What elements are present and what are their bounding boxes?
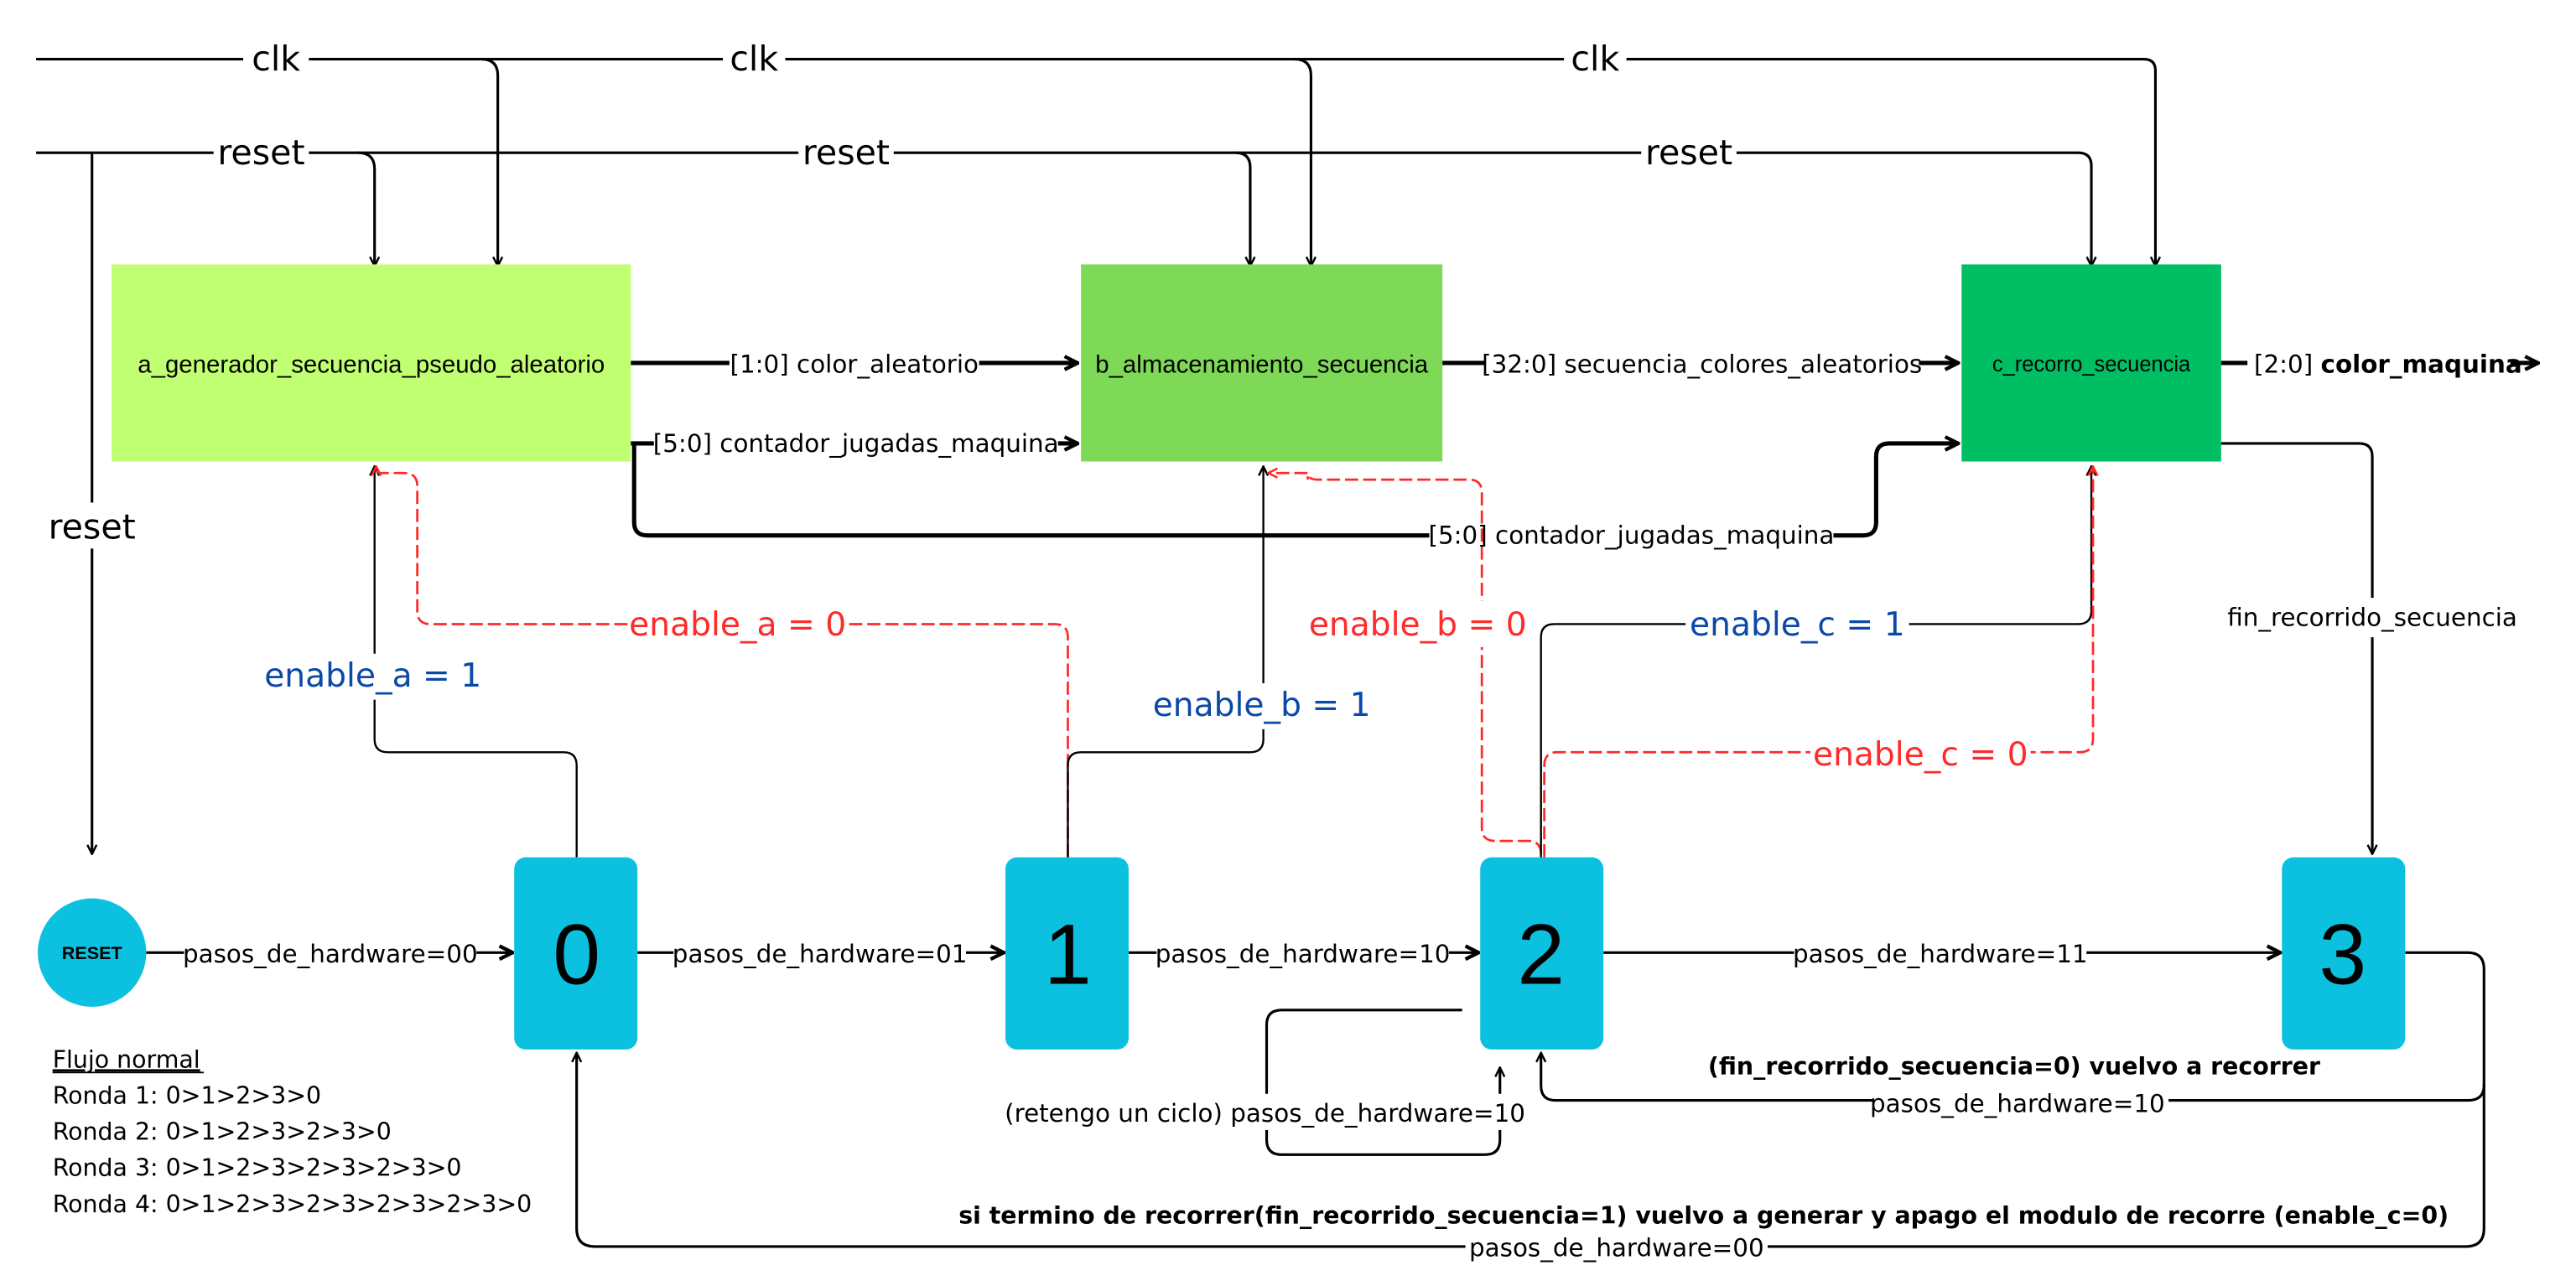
- state-0-box[interactable]: [514, 857, 638, 1050]
- bus-color-aleatorio-label: [1:0] color_aleatorio: [730, 350, 979, 379]
- state-0[interactable]: 0: [514, 857, 638, 1050]
- bus-color-maquina-label: [2:0] color_maquina: [2254, 350, 2522, 379]
- transition-0-to-1-label: pasos_de_hardware=01: [673, 940, 968, 968]
- module-a-box[interactable]: [112, 264, 631, 462]
- module-b-label: b_almacenamiento_secuencia: [1095, 351, 1428, 379]
- transition-1-to-2: pasos_de_hardware=10: [1128, 936, 1478, 972]
- module-c-box[interactable]: [1961, 264, 2221, 462]
- module-b[interactable]: b_almacenamiento_secuencia: [1081, 264, 1443, 462]
- module-c-label: c_recorro_secuencia: [1992, 353, 2191, 376]
- transition-2-to-3-label: pasos_de_hardware=11: [1793, 940, 2088, 968]
- enable-b-off-label: enable_b = 0: [1309, 606, 1527, 644]
- bus-secuencia: [32:0] secuencia_colores_aleatorios: [1442, 346, 1958, 383]
- transition-2-to-3: pasos_de_hardware=11: [1603, 936, 2280, 972]
- transition-reset-to-0-label: pasos_de_hardware=00: [183, 940, 478, 968]
- state-1-box[interactable]: [1005, 857, 1129, 1050]
- clk-label-2: clk: [730, 39, 778, 79]
- state-1-label: 1: [1044, 907, 1092, 1003]
- enable-a-on: enable_a = 1: [262, 466, 578, 858]
- clk-wire-to-b: [1294, 57, 1311, 267]
- state-reset-circle[interactable]: [38, 898, 147, 1007]
- state-2-label: 2: [1517, 907, 1565, 1003]
- transition-2-hold-label: (retengo un ciclo) pasos_de_hardware=10: [1005, 1099, 1525, 1128]
- enable-b-on: enable_b = 1: [1067, 466, 1374, 858]
- module-b-box[interactable]: [1081, 264, 1443, 462]
- reset-label-3: reset: [1645, 132, 1732, 173]
- legend-row: Ronda 1: 0>1>2>3>0: [53, 1082, 321, 1110]
- legend-row: Ronda 2: 0>1>2>3>2>3>0: [53, 1118, 392, 1146]
- enable-c-off-label: enable_c = 0: [1813, 736, 2028, 774]
- bus-color-maquina: [2:0] color_maquina: [2220, 346, 2538, 383]
- enable-a-off: enable_a = 0: [377, 466, 1069, 858]
- legend-normal-flow: Flujo normal Ronda 1: 0>1>2>3>0 Ronda 2:…: [52, 1045, 532, 1218]
- transition-3-to-0: pasos_de_hardware=00 si termino de recor…: [577, 1053, 2485, 1267]
- state-3-box[interactable]: [2282, 857, 2406, 1050]
- enable-a-on-label: enable_a = 1: [264, 657, 481, 695]
- transition-3-to-2: pasos_de_hardware=10 (fin_recorrido_secu…: [1541, 951, 2485, 1121]
- state-2[interactable]: 2: [1480, 857, 1604, 1050]
- state-0-label: 0: [553, 907, 600, 1003]
- clk-label-1: clk: [252, 39, 300, 79]
- enable-c-off: enable_c = 0: [1543, 466, 2093, 858]
- enable-c-on: enable_c = 1: [1540, 466, 2091, 858]
- state-3[interactable]: 3: [2282, 857, 2406, 1050]
- state-3-label: 3: [2319, 907, 2366, 1003]
- bus-contador-a-to-c: [5:0] contador_jugadas_maquina: [631, 443, 1958, 554]
- reset-wire-to-c: [36, 151, 2091, 266]
- state-2-box[interactable]: [1480, 857, 1604, 1050]
- enable-b-on-label: enable_b = 1: [1153, 687, 1371, 724]
- enable-a-off-label: enable_a = 0: [629, 606, 846, 644]
- clk-bus: clk clk clk: [36, 39, 2155, 266]
- transition-3-to-2-label: pasos_de_hardware=10: [1870, 1089, 2165, 1117]
- transition-3-to-0-note: si termino de recorrer(fin_recorrido_sec…: [958, 1202, 2449, 1230]
- bus-color-maquina-name: color_maquina: [2321, 350, 2522, 379]
- state-reset[interactable]: RESET: [38, 898, 147, 1007]
- bus-color-maquina-width: [2:0]: [2254, 350, 2321, 379]
- bus-secuencia-label: [32:0] secuencia_colores_aleatorios: [1482, 350, 1922, 379]
- signal-fin-recorrido: fin_recorrido_secuencia: [2220, 442, 2517, 854]
- legend-row: Ronda 4: 0>1>2>3>2>3>2>3>2>3>0: [53, 1190, 532, 1218]
- reset-label-vertical: reset: [49, 507, 136, 547]
- fin-recorrido-label: fin_recorrido_secuencia: [2227, 603, 2517, 631]
- reset-wire-to-b: [1235, 151, 1250, 266]
- module-c[interactable]: c_recorro_secuencia: [1961, 264, 2221, 462]
- transition-reset-to-0: pasos_de_hardware=00: [146, 936, 512, 972]
- module-a-label: a_generador_secuencia_pseudo_aleatorio: [138, 351, 605, 379]
- enable-b-off: enable_b = 0: [1268, 473, 1543, 854]
- transition-3-to-2-note: (fin_recorrido_secuencia=0) vuelvo a rec…: [1708, 1052, 2320, 1080]
- reset-wire-to-a: [358, 151, 375, 266]
- bus-contador-a-to-b: [5:0] contador_jugadas_maquina: [631, 425, 1078, 462]
- bus-contador-ab-label: [5:0] contador_jugadas_maquina: [653, 429, 1059, 458]
- enable-c-on-label: enable_c = 1: [1690, 606, 1905, 644]
- bus-contador-ac-label: [5:0] contador_jugadas_maquina: [1429, 521, 1835, 549]
- transition-2-hold: (retengo un ciclo) pasos_de_hardware=10: [1005, 1009, 1525, 1156]
- reset-bus: reset reset reset reset: [36, 131, 2091, 854]
- reset-label-1: reset: [217, 132, 304, 173]
- reset-label-2: reset: [802, 132, 890, 173]
- clk-wire-to-c: [36, 57, 2155, 267]
- legend-row: Ronda 3: 0>1>2>3>2>3>2>3>0: [53, 1154, 462, 1182]
- module-a[interactable]: a_generador_secuencia_pseudo_aleatorio: [112, 264, 631, 462]
- bus-color-aleatorio: [1:0] color_aleatorio: [631, 346, 1078, 383]
- state-reset-label: RESET: [62, 942, 122, 963]
- clk-label-3: clk: [1571, 39, 1619, 79]
- legend-title: Flujo normal: [53, 1045, 200, 1073]
- transition-0-to-1: pasos_de_hardware=01: [637, 936, 1004, 972]
- transition-1-to-2-label: pasos_de_hardware=10: [1156, 940, 1451, 968]
- clk-wire-to-a: [480, 57, 498, 267]
- transition-3-to-0-label: pasos_de_hardware=00: [1469, 1234, 1764, 1263]
- state-1[interactable]: 1: [1005, 857, 1129, 1050]
